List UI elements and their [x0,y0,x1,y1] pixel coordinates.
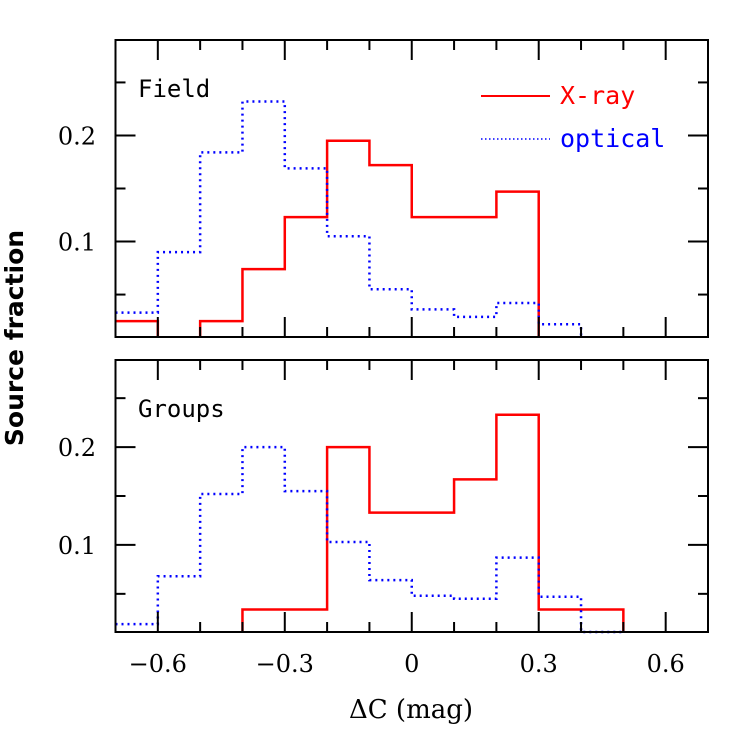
panel-field: 0.1 0.2 Field [58,39,709,338]
xray-histogram-groups [241,413,625,632]
y-tick-label: 0.2 [58,122,96,150]
y-tick-label: 0.2 [58,434,96,462]
xray-histogram-field [115,139,540,337]
panel-title: Field [138,75,210,103]
y-tick-label: 0.1 [58,229,96,257]
legend: X-ray optical [481,81,665,153]
x-tick-label: 0.6 [647,650,685,678]
optical-legend-label: optical [560,124,665,153]
panel-groups: 0.1 0.2 Groups [58,359,709,634]
optical-histogram-field [115,100,583,337]
x-tick-label: 0 [404,650,419,678]
y-tick-label: 0.1 [58,532,96,560]
panel-title: Groups [138,395,225,423]
x-tick-label: −0.6 [129,650,187,678]
optical-histogram-groups [115,445,624,634]
x-tick-label: 0.3 [520,650,558,678]
x-axis-label: ΔC (mag) [349,695,473,725]
x-tick-label: −0.3 [256,650,314,678]
y-axis-label: Source fraction [0,230,29,446]
xray-legend-label: X-ray [560,81,635,110]
